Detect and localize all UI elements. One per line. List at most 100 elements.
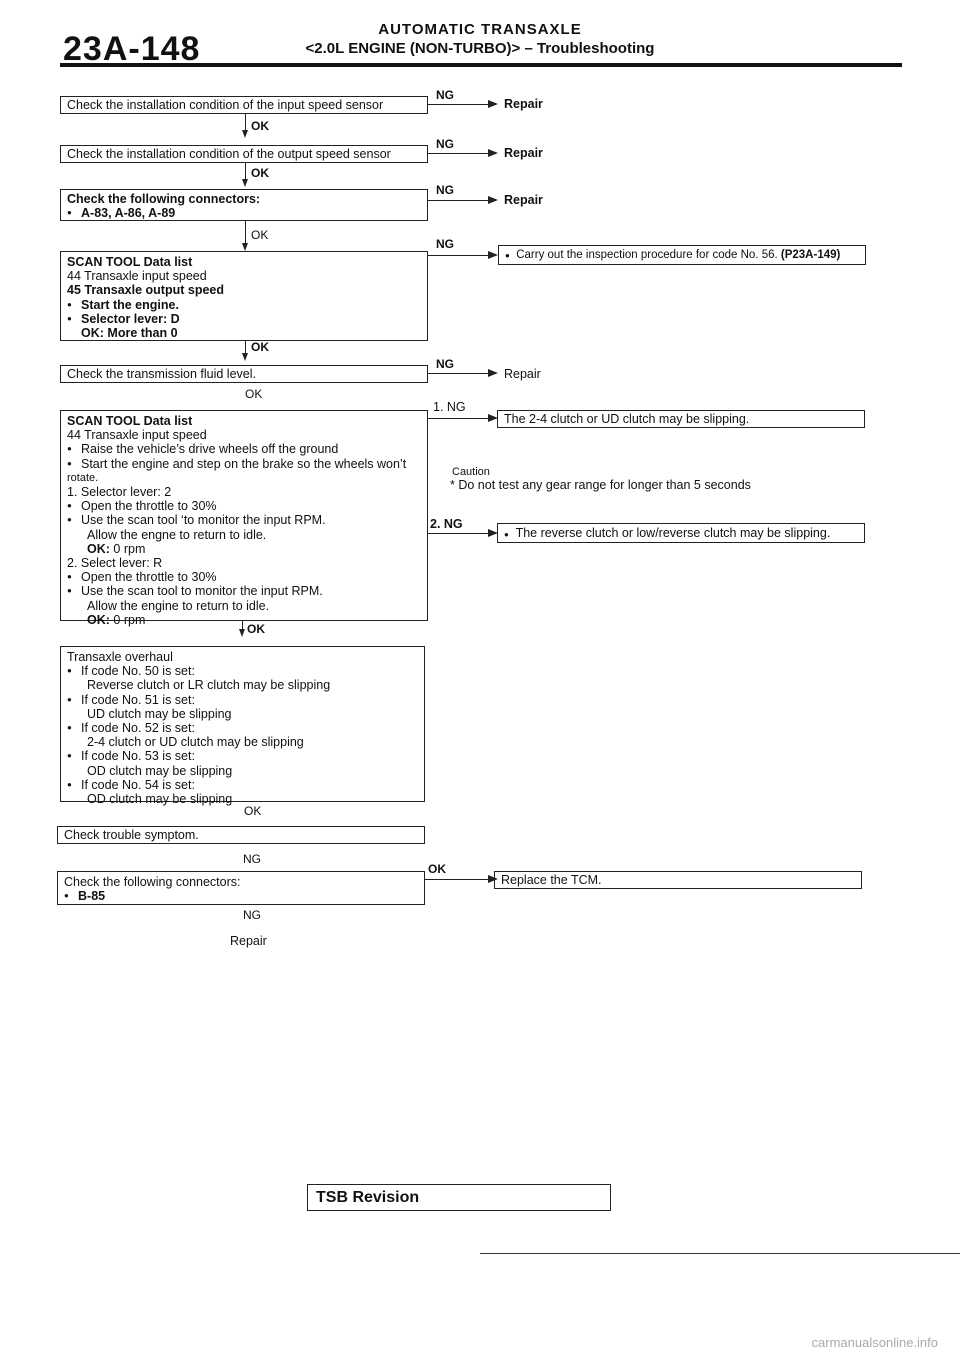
step8-text: Check trouble symptom.: [64, 828, 199, 842]
step3-title: Check the following connectors:: [67, 192, 261, 206]
step2-result: Repair: [504, 146, 543, 160]
step7-c52: If code No. 52 is set:: [67, 721, 418, 735]
step1-box: Check the installation condition of the …: [60, 96, 428, 114]
step3-ok-label: OK: [251, 228, 269, 242]
step2-ng-label: NG: [436, 137, 454, 151]
step4-bullet1: Start the engine.: [67, 298, 421, 312]
step3-ng-line: [428, 200, 488, 201]
watermark: carmanualsonline.info: [811, 1335, 938, 1350]
step7-c51d: UD clutch may be slipping: [87, 706, 232, 721]
step1-ng-label: NG: [436, 88, 454, 102]
step8-ng-label: NG: [243, 852, 261, 866]
step9-title: Check the following connectors:: [64, 875, 241, 889]
step4-result-ref: (P23A-149): [780, 249, 841, 261]
step6-caution-title: Caution: [452, 466, 490, 478]
step3-box: Check the following connectors: A-83, A-…: [60, 189, 428, 221]
step9-result: Replace the TCM.: [501, 873, 602, 887]
step2-box: Check the installation condition of the …: [60, 145, 428, 163]
header-rule: [60, 63, 902, 67]
step7-ok-label: OK: [244, 804, 262, 818]
step4-ok-value: More than 0: [107, 326, 178, 341]
step6-b3: Open the throttle to 30%: [67, 499, 421, 513]
step6-b6b: Allow the engine to return to idle.: [87, 598, 270, 613]
step4-result: Carry out the inspection procedure for c…: [516, 249, 778, 261]
step4-ok-line: [245, 341, 246, 355]
step3-connectors: A-83, A-86, A-89: [67, 206, 421, 220]
step9-ok-arrow: [488, 875, 498, 883]
step7-c50: If code No. 50 is set:: [67, 664, 418, 678]
step6-ok2-label: OK:: [87, 612, 110, 627]
step9-connector: B-85: [64, 889, 418, 903]
step7-c50d: Reverse clutch or LR clutch may be slipp…: [87, 678, 331, 693]
step7-box: Transaxle overhaul If code No. 50 is set…: [60, 646, 425, 806]
step6-result1: The 2-4 clutch or UD clutch may be slipp…: [504, 412, 750, 426]
step6-bullet2b: rotate.: [67, 471, 99, 484]
step4-result-box: ● Carry out the inspection procedure for…: [498, 245, 866, 265]
step1-result: Repair: [504, 97, 543, 111]
step5-box: Check the transmission fluid level.: [60, 365, 428, 383]
step6-title: SCAN TOOL Data list: [67, 414, 193, 428]
step6-ng2-label: 2. NG: [430, 517, 463, 531]
step1-text: Check the installation condition of the …: [67, 98, 384, 112]
step7-c54d: OD clutch may be slipping: [87, 792, 233, 807]
step6-b6: Use the scan tool to monitor the input R…: [67, 584, 421, 598]
tsb-revision-label: TSB Revision: [316, 1189, 420, 1206]
section-subtitle: <2.0L ENGINE (NON-TURBO)> – Troubleshoot…: [305, 40, 655, 57]
step4-ng-line: [428, 255, 488, 256]
step2-ok-line: [245, 163, 246, 181]
step1-ng-arrow: [488, 100, 498, 108]
step9-ok-line: [425, 879, 488, 880]
step4-title: SCAN TOOL Data list: [67, 255, 193, 269]
step9-box: Check the following connectors: B-85: [57, 871, 425, 905]
step6-ok-arrow: [239, 629, 245, 637]
footer-rule: [480, 1253, 960, 1254]
step9-result-box: Replace the TCM.: [494, 871, 862, 889]
step4-ok-arrow: [242, 353, 248, 361]
step4-ok-label: OK:: [81, 326, 104, 341]
step5-result: Repair: [504, 367, 541, 381]
step3-ng-arrow: [488, 196, 498, 204]
step4-line2: 45 Transaxle output speed: [67, 283, 224, 298]
step8-box: Check trouble symptom.: [57, 826, 425, 844]
step6-ng1-arrow: [488, 414, 498, 422]
step6-result2: The reverse clutch or low/reverse clutch…: [515, 526, 831, 540]
step1-ok-label: OK: [251, 119, 269, 133]
step2-ng-arrow: [488, 149, 498, 157]
step7-c52d: 2-4 clutch or UD clutch may be slipping: [87, 735, 304, 750]
step7-c51: If code No. 51 is set:: [67, 693, 418, 707]
step6-ng2-arrow: [488, 529, 498, 537]
step6-ok1-label: OK:: [87, 541, 110, 556]
step6-result2-box: ● The reverse clutch or low/reverse clut…: [497, 523, 865, 543]
step7-c53d: OD clutch may be slipping: [87, 763, 233, 778]
step6-result1-box: The 2-4 clutch or UD clutch may be slipp…: [497, 410, 865, 428]
step3-ng-label: NG: [436, 183, 454, 197]
step6-bullet2: Start the engine and step on the brake s…: [67, 457, 421, 471]
step3-ok-line: [245, 221, 246, 245]
step6-line1: 44 Transaxle input speed: [67, 428, 207, 443]
step5-ok-label: OK: [245, 387, 263, 401]
step6-ng1-label: 1. NG: [433, 400, 466, 414]
step9-ok-label: OK: [428, 862, 446, 876]
step6-b4b: Allow the engne to return to idle.: [87, 527, 267, 542]
step6-ng2-line: [428, 533, 488, 534]
step7-title: Transaxle overhaul: [67, 650, 173, 664]
step6-box: SCAN TOOL Data list 44 Transaxle input s…: [60, 410, 428, 627]
step3-result: Repair: [504, 193, 543, 207]
step6-ng1-line: [428, 418, 488, 419]
step5-ng-line: [428, 373, 488, 374]
step7-c53: If code No. 53 is set:: [67, 749, 418, 763]
step4-ng-arrow: [488, 251, 498, 259]
step4-box: SCAN TOOL Data list 44 Transaxle input s…: [60, 251, 428, 341]
step4-line1: 44 Transaxle input speed: [67, 269, 207, 284]
step4-ng-label: NG: [436, 237, 454, 251]
step6-b5: Open the throttle to 30%: [67, 570, 421, 584]
step6-ok2-value: 0 rpm: [113, 612, 146, 627]
step1-ok-line: [245, 114, 246, 132]
step9-ng-label: NG: [243, 908, 261, 922]
page-number: 23A-148: [63, 30, 201, 68]
step3-ok-arrow: [242, 243, 248, 251]
step5-text: Check the transmission fluid level.: [67, 367, 256, 381]
step2-ok-arrow: [242, 179, 248, 187]
step6-ok1-value: 0 rpm: [113, 541, 146, 556]
step6-ok-line: [242, 621, 243, 633]
